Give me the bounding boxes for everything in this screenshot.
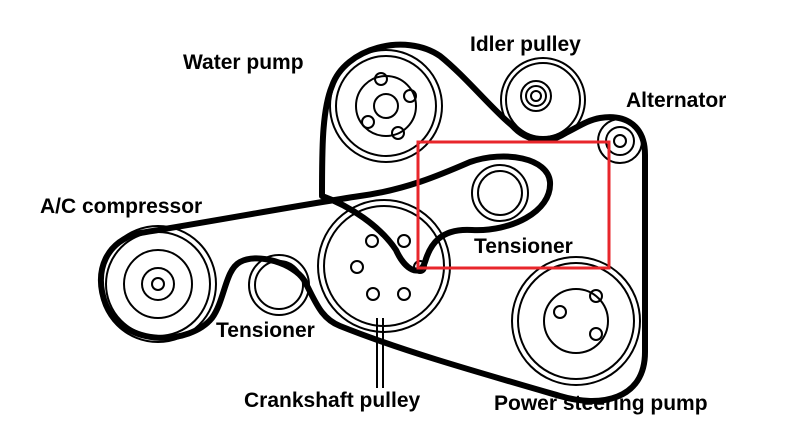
label-crankshaft-pulley: Crankshaft pulley: [244, 389, 421, 412]
label-power-steering-pump: Power steering pump: [494, 392, 708, 415]
power-steering-pump-pulley: [511, 256, 641, 386]
label-tensioner-lower: Tensioner: [216, 319, 315, 342]
label-alternator: Alternator: [626, 89, 727, 112]
tensioner-highlight-box: [416, 140, 611, 270]
upper-tensioner-pulley: [471, 164, 529, 222]
label-idler-pulley: Idler pulley: [470, 33, 581, 56]
serpentine-belt: [97, 41, 648, 404]
label-ac-compressor: A/C compressor: [40, 195, 203, 218]
label-water-pump: Water pump: [183, 51, 304, 74]
label-tensioner-upper: Tensioner: [474, 235, 573, 258]
water-pump-pulley: [329, 49, 443, 163]
